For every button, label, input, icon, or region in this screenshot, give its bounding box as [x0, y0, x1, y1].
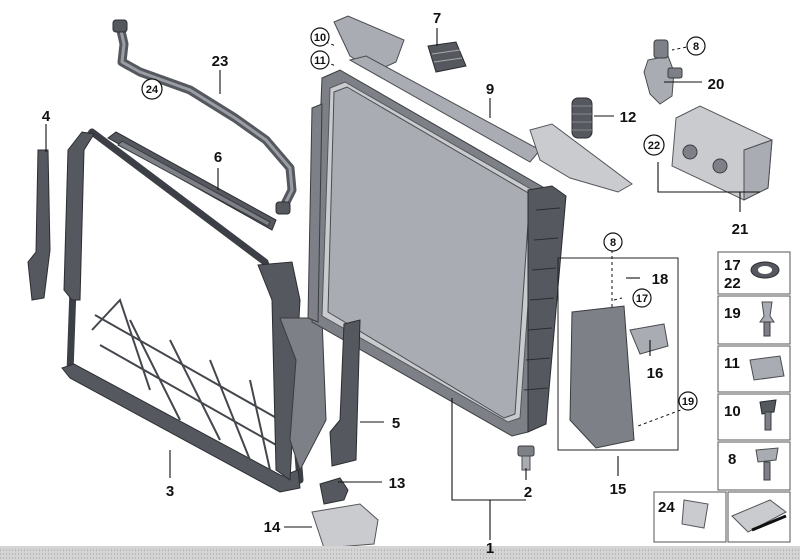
clip-part [319, 477, 349, 505]
callout-20: 20 [708, 76, 725, 93]
legend-label-8: 8 [728, 451, 736, 468]
seal-strip-part [107, 131, 277, 231]
legend-label-17: 17 [724, 257, 741, 274]
callout-7: 7 [433, 10, 441, 27]
callout-9: 9 [486, 81, 494, 98]
callout-23: 23 [212, 53, 229, 70]
leader-lines [45, 28, 760, 540]
callout-22-cooler: 22 [648, 140, 660, 152]
callout-4: 4 [42, 108, 51, 125]
part-15-group-box [557, 257, 679, 451]
legend-label-24: 24 [658, 499, 675, 516]
callout-3: 3 [166, 483, 174, 500]
callout-13: 13 [389, 475, 406, 492]
thermostat-valve-part [643, 39, 683, 105]
legend-label-10: 10 [724, 403, 741, 420]
rubber-mount-part [571, 97, 593, 139]
callout-11: 11 [314, 55, 326, 67]
callout-12: 12 [620, 109, 637, 126]
callout-8-bracket: 8 [610, 237, 616, 249]
callout-5: 5 [392, 415, 400, 432]
legend-label-11: 11 [724, 355, 740, 372]
callout-6: 6 [214, 149, 222, 166]
callout-8-valve: 8 [693, 41, 699, 53]
upper-bracket-part [333, 15, 633, 193]
legend-label-22: 22 [724, 275, 741, 292]
callout-18: 18 [652, 271, 669, 288]
connector-part [427, 41, 467, 73]
fastener-legend-panel [653, 251, 791, 543]
bottom-dotted-band [0, 546, 800, 560]
callout-15: 15 [610, 481, 627, 498]
callout-17-bracket: 17 [636, 293, 648, 305]
callout-16: 16 [647, 365, 664, 382]
radiator-part [307, 69, 567, 437]
legend-label-19: 19 [724, 305, 741, 322]
callout-10: 10 [314, 32, 326, 44]
callout-24-hose: 24 [146, 84, 159, 96]
coolant-hose-part [112, 19, 297, 215]
side-bracket-left-part [27, 149, 51, 301]
side-bracket-right-part [329, 319, 361, 467]
callout-21: 21 [732, 221, 749, 238]
tank-bracket-part [569, 305, 669, 449]
callout-2: 2 [524, 484, 532, 501]
oil-cooler-part [671, 105, 773, 201]
callout-circles [141, 27, 706, 411]
callout-14: 14 [264, 519, 281, 536]
drain-plug-part [517, 445, 535, 471]
callout-19-bracket: 19 [682, 396, 694, 408]
callout-1: 1 [486, 540, 494, 557]
cover-part [311, 503, 379, 549]
fan-shroud-part [61, 128, 327, 493]
